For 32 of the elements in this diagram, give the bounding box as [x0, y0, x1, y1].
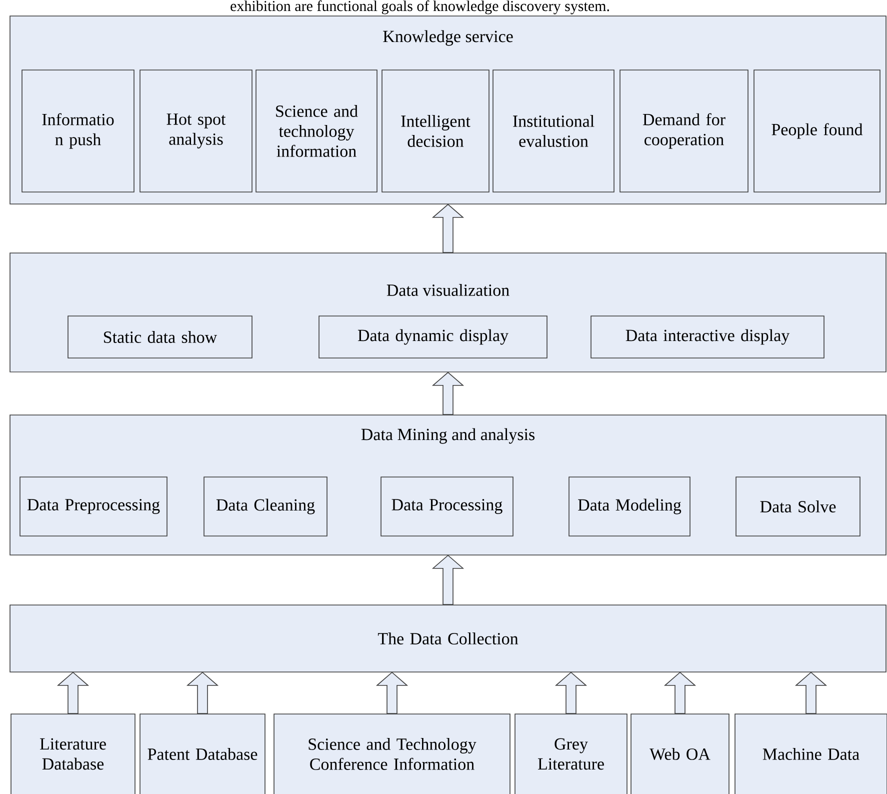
module-box: Web OA — [630, 714, 730, 794]
block-arrow — [56, 672, 90, 714]
module-box: Science and Technology Conference Information — [274, 714, 510, 794]
module-box: Static data show — [68, 316, 252, 358]
module-box: Patent Database — [140, 714, 266, 794]
module-box: Intelligent decision — [382, 70, 490, 192]
note-text: exhibition are functional goals of knowledge discovery system. — [230, 0, 609, 14]
module-box: Data Modeling — [568, 476, 690, 536]
block-arrow — [432, 372, 464, 415]
block-arrow — [664, 672, 696, 714]
module-box: Informatio n push — [22, 70, 134, 192]
module-box: Machine Data — [734, 714, 887, 794]
module-box: Demand for cooperation — [620, 70, 748, 192]
module-box: Grey Literature — [514, 714, 628, 794]
module-box: Institutional evalustion — [492, 70, 614, 192]
block-arrow — [554, 672, 588, 714]
block-arrow — [186, 672, 219, 714]
module-box: People found — [754, 70, 880, 192]
module-box: Data Cleaning — [204, 476, 328, 536]
module-box: Data Preprocessing — [20, 476, 168, 536]
module-box: Data dynamic display — [318, 316, 548, 358]
layer-panel: The Data Collection — [10, 604, 886, 672]
module-box: Data interactive display — [590, 316, 824, 358]
block-arrow — [794, 672, 828, 714]
block-arrow — [432, 554, 464, 605]
module-box: Data Solve — [736, 476, 860, 536]
block-arrow — [432, 204, 464, 253]
module-box: Hot spot analysis — [140, 70, 252, 192]
module-box: Literature Database — [10, 714, 136, 794]
module-box: Data Processing — [380, 476, 514, 536]
module-box: Science and technology information — [256, 70, 378, 192]
block-arrow — [376, 672, 408, 714]
